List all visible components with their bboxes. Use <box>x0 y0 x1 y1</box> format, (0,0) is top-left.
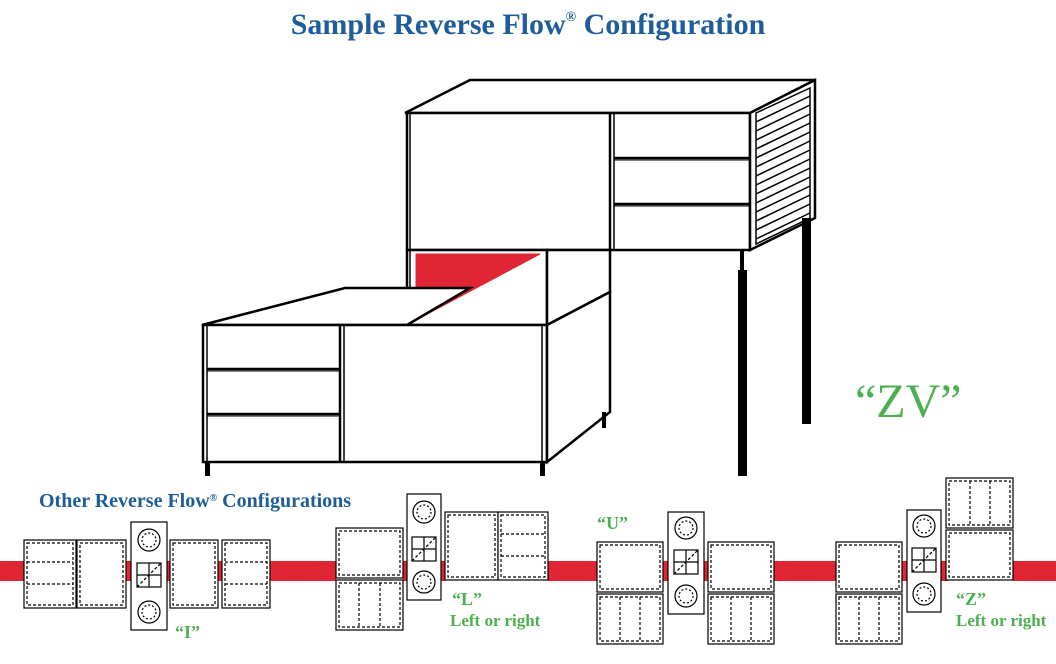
config-l-label: “L” <box>452 589 483 609</box>
main-config-label: “ZV” <box>855 375 962 428</box>
other-configurations-heading: Other Reverse Flow® Configurations <box>39 490 351 513</box>
config-i-diagram <box>23 521 271 631</box>
config-z-diagram <box>835 477 1014 645</box>
main-unit-drawing <box>201 77 817 465</box>
subtitle-text: Other Reverse Flow <box>39 490 210 512</box>
config-i-label: “I” <box>175 622 201 642</box>
subtitle-registered-mark: ® <box>209 493 218 504</box>
title-suffix: Configuration <box>583 8 766 41</box>
config-z-sublabel: Left or right <box>956 611 1047 630</box>
config-u-diagram <box>596 511 775 645</box>
support-legs <box>205 218 811 476</box>
page-title: Sample Reverse Flow® Configuration <box>0 8 1056 42</box>
config-l-sublabel: Left or right <box>450 611 541 630</box>
config-u-label: “U” <box>597 513 628 533</box>
title-text: Sample Reverse Flow <box>290 8 566 41</box>
registered-mark: ® <box>565 10 577 25</box>
subtitle-suffix: Configurations <box>222 490 352 512</box>
config-l-diagram <box>335 493 549 631</box>
config-z-label: “Z” <box>956 589 987 609</box>
